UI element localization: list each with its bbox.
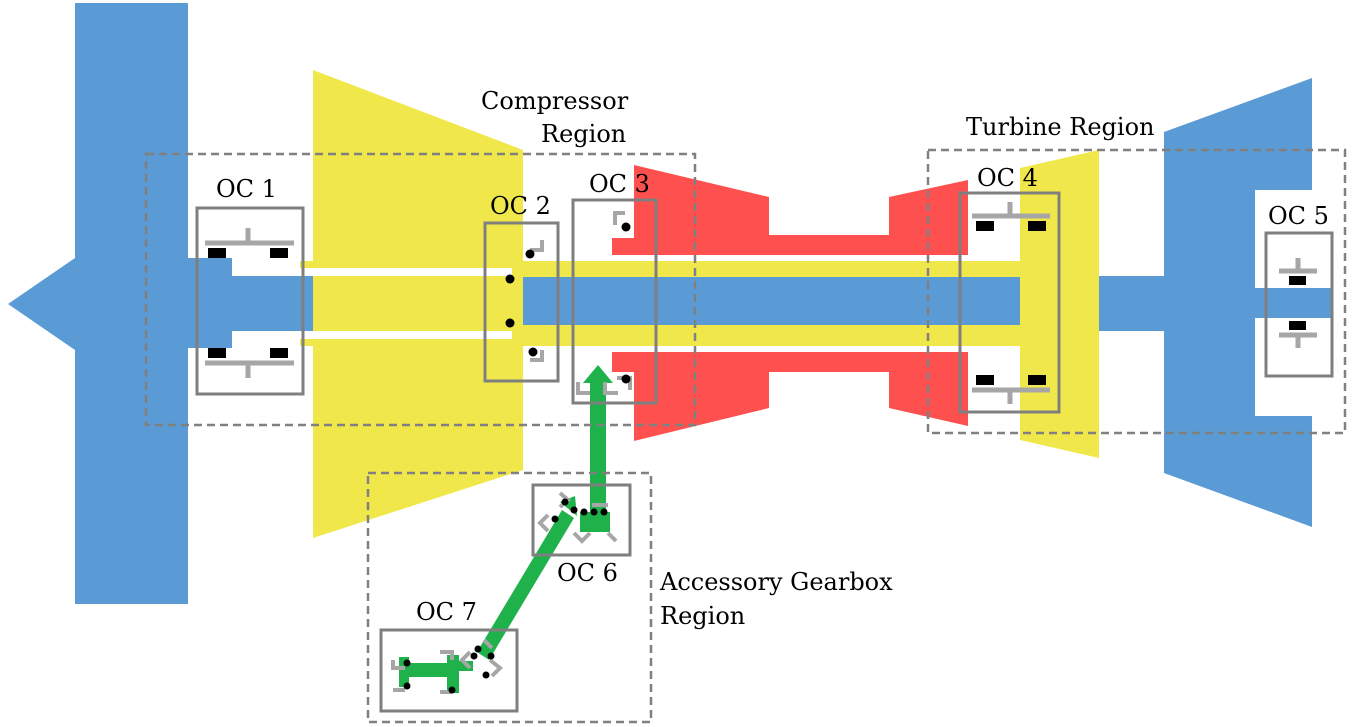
inner-spool-top: [512, 263, 1024, 277]
compressor-inner-clear-top: [300, 268, 540, 276]
oc5-box: [1264, 231, 1334, 378]
inner-spool-bottom: [512, 325, 1024, 343]
labels: Compressor Region Turbine Region Accesso…: [216, 87, 1329, 630]
oc7-gear-shaft: [404, 663, 452, 677]
compressor-region-frame: [144, 152, 697, 427]
oc7-gear-left: [399, 657, 409, 687]
oc3-box: [571, 198, 658, 405]
bearing-pad: [208, 348, 226, 358]
bearing-pad: [976, 375, 994, 385]
bearing-pad: [976, 221, 994, 231]
oc5-label: OC 5: [1268, 202, 1329, 230]
oc2-box: [483, 221, 560, 383]
fan-disc: [75, 3, 188, 604]
oc7-gear-right: [447, 655, 459, 693]
combustor-assembly: [612, 165, 968, 441]
oc1-label: OC 1: [216, 175, 277, 203]
turbine-region-label: Turbine Region: [966, 113, 1154, 141]
oc6-label: OC 6: [557, 559, 618, 587]
oc4-label: OC 4: [977, 164, 1038, 192]
region-frames: [144, 148, 1347, 724]
bearing-pad: [270, 348, 288, 358]
oc1-box: [195, 206, 305, 396]
oc7-box: [379, 628, 519, 713]
gearbox-region-label-line1: Accessory Gearbox: [659, 568, 893, 596]
compressor-region-label-line1: Compressor: [481, 87, 629, 115]
oc2-label: OC 2: [490, 192, 551, 220]
bearing-pad: [208, 248, 226, 258]
combustor-upper: [612, 165, 968, 255]
combustor-lower: [612, 352, 968, 441]
compressor-body: [313, 70, 523, 538]
nose-cone: [8, 258, 75, 350]
blue-shaft-assembly: [8, 3, 1333, 604]
gearbox-region-label-line2: Region: [660, 602, 745, 630]
exhaust-turbine: [1164, 78, 1312, 527]
exhaust-shaft-end: [1255, 288, 1333, 318]
bearings: [205, 202, 1317, 694]
compressor-inner-clear-bottom: [300, 331, 540, 339]
oc6-box: [531, 483, 632, 557]
bearing-pad: [1289, 276, 1306, 285]
bearing-pad: [1028, 375, 1046, 385]
oc4-box: [958, 191, 1061, 414]
oc7-label: OC 7: [416, 598, 477, 626]
oil-chamber-boxes: [195, 191, 1334, 713]
compressor-region-label-line2: Region: [541, 120, 626, 148]
bearing-pad: [1289, 321, 1306, 330]
angle-shaft: [477, 510, 574, 660]
tower-shaft: [590, 380, 606, 514]
oc6-gear-block: [580, 512, 610, 532]
turbine-region-frame: [926, 148, 1347, 435]
bearing-pad: [1028, 221, 1046, 231]
bearing-pad: [270, 248, 288, 258]
gearbox-region-frame: [366, 471, 653, 724]
oc3-label: OC 3: [589, 170, 650, 198]
tower-shaft-arrow: [583, 365, 613, 383]
